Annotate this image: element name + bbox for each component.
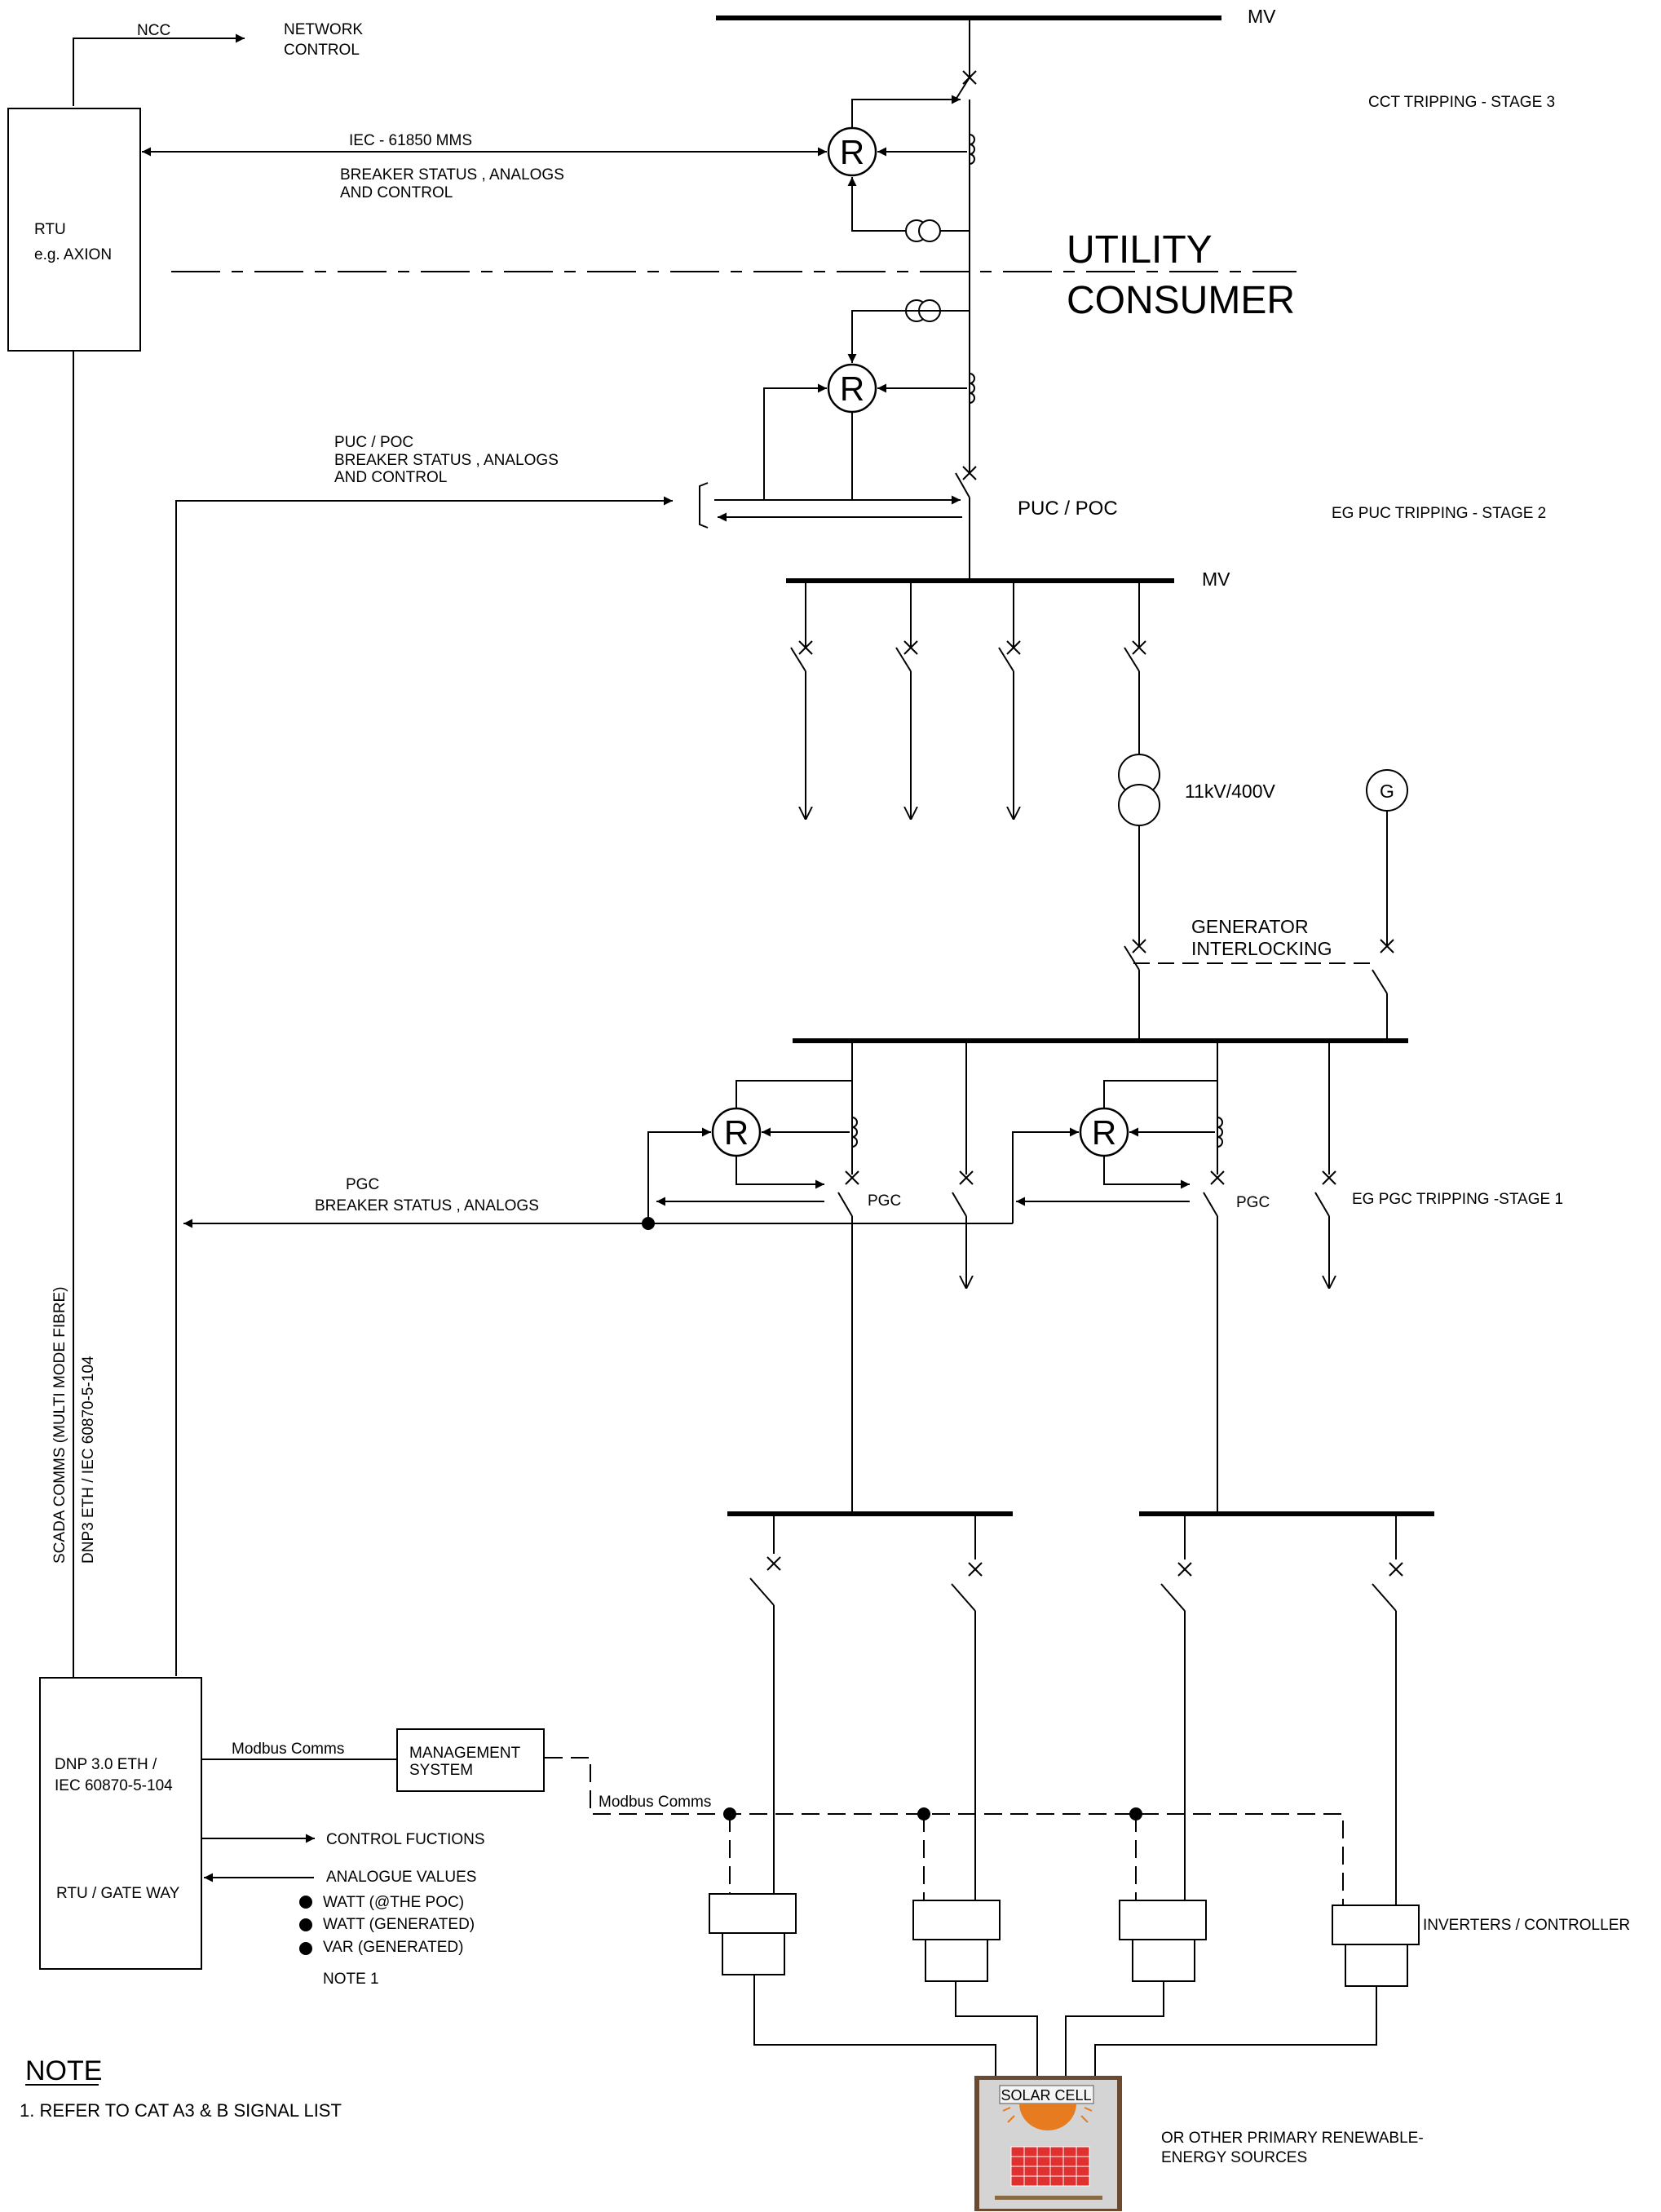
puc-desc-2: AND CONTROL [334,469,447,486]
gateway-label-3: RTU / GATE WAY [56,1885,180,1902]
eg-puc-tripping-label: EG PUC TRIPPING - STAGE 2 [1332,505,1546,522]
ncc-label: NCC [137,22,170,39]
puc-breaker-label: PUC / POC [1018,498,1118,520]
bullet-1 [299,1896,312,1909]
iec61850-label: IEC - 61850 MMS [349,132,472,149]
control-functions-label: CONTROL FUCTIONS [326,1831,485,1848]
iec-desc-1: BREAKER STATUS , ANALOGS [340,166,564,184]
management-modbus-label: Modbus Comms [599,1794,711,1811]
mv-outgoing-feeders [790,581,1146,820]
relay-pgc-left-wiring [647,1080,852,1223]
modbus-node-1 [723,1807,736,1820]
rtu-model-label: e.g. AXION [34,246,112,263]
analogue-item-3: VAR (GENERATED) [323,1939,463,1956]
gateway-modbus-label: Modbus Comms [232,1741,344,1758]
interlock-label-2: INTERLOCKING [1191,938,1332,959]
solar-cell-label: SOLAR CELL [1001,2087,1091,2104]
current-transformer-lower [969,373,975,404]
pgc-junction-dot [642,1217,655,1230]
lv-middle-feeder [952,1041,973,1289]
inverter-feeders [749,1514,1403,1905]
interlock-label-1: GENERATOR [1191,916,1309,937]
generator-label: G [1380,781,1394,802]
consumer-label: CONSUMER [1067,279,1295,322]
gateway-label-1: DNP 3.0 ETH / [55,1756,157,1773]
modbus-node-3 [1129,1807,1142,1820]
voltage-transformer-upper [905,219,941,242]
renewable-label-2: ENERGY SOURCES [1161,2149,1307,2166]
management-label-2: SYSTEM [409,1762,473,1779]
puc-status-link [175,496,673,1676]
relay-pgc-left-label: R [724,1113,749,1152]
generator-feeder [1372,811,1394,1041]
puc-title: PUC / POC [334,434,413,451]
relay-consumer-label: R [840,369,864,408]
solar-cell-box [974,2076,1122,2211]
mv-consumer-label: MV [1202,568,1230,590]
gateway-label-2: IEC 60870-5-104 [55,1777,173,1794]
pgc-left-label: PGC [868,1192,901,1210]
rtu-label: RTU [34,221,66,238]
note-item-1: 1. REFER TO CAT A3 & B SIGNAL LIST [20,2100,342,2121]
cct-tripping-label: CCT TRIPPING - STAGE 3 [1368,94,1555,111]
network-control-label: NETWORK [284,21,363,38]
scada-label-2: DNP3 ETH / IEC 60870-5-104 [80,1356,97,1564]
scada-label-1: SCADA COMMS (MULTI MODE FIBRE) [51,1286,68,1564]
network-control-label-2: CONTROL [284,42,360,59]
transformer-rating-label: 11kV/400V [1185,781,1275,802]
pgc-feeder-left [837,1041,859,1514]
analogue-item-1: WATT (@THE POC) [323,1894,464,1911]
analogue-values-label: ANALOGUE VALUES [326,1869,476,1886]
transformer-11kv-400v [1118,754,1160,1041]
inverters-label: INVERTERS / CONTROLLER [1423,1917,1630,1934]
pgc-desc: BREAKER STATUS , ANALOGS [315,1197,539,1214]
inverter-2 [912,1900,1001,1982]
eg-pgc-feeder [1314,1041,1336,1289]
modbus-dashed-bus [545,1757,1344,1905]
eg-pgc-tripping-label: EG PGC TRIPPING -STAGE 1 [1352,1191,1563,1208]
note1-ref: NOTE 1 [323,1971,379,1988]
pgc-right-label: PGC [1236,1194,1270,1211]
note-heading: NOTE [25,2055,102,2086]
rtu-gateway-box [39,1677,202,1970]
pgc-title: PGC [346,1176,379,1193]
inverter-4 [1332,1905,1420,1987]
management-label-1: MANAGEMENT [409,1745,521,1762]
relay-utility-wiring [847,95,970,232]
rtu-box [7,108,141,352]
inverter-1 [709,1893,797,1975]
solar-dc-wiring [753,1975,1377,2076]
analogue-item-2: WATT (GENERATED) [323,1916,475,1933]
ncc-link [73,33,245,106]
pgc-status-link [183,1201,1014,1228]
current-transformer-upper [969,134,975,165]
mv-top-label: MV [1248,6,1276,27]
puc-desc-1: BREAKER STATUS , ANALOGS [334,452,559,469]
iec-desc-2: AND CONTROL [340,184,453,201]
relay-consumer-wiring [699,310,970,529]
modbus-node-2 [917,1807,930,1820]
relay-pgc-right-wiring [1012,1080,1217,1223]
utility-label: UTILITY [1067,228,1213,272]
relay-pgc-right-label: R [1092,1113,1116,1152]
renewable-label-1: OR OTHER PRIMARY RENEWABLE- [1161,2130,1424,2147]
bullet-2 [299,1918,312,1931]
main-feeder [955,18,977,581]
pgc-feeder-right [1203,1041,1225,1514]
relay-utility-label: R [840,133,864,171]
bullet-3 [299,1942,312,1955]
inverter-3 [1119,1900,1207,1982]
